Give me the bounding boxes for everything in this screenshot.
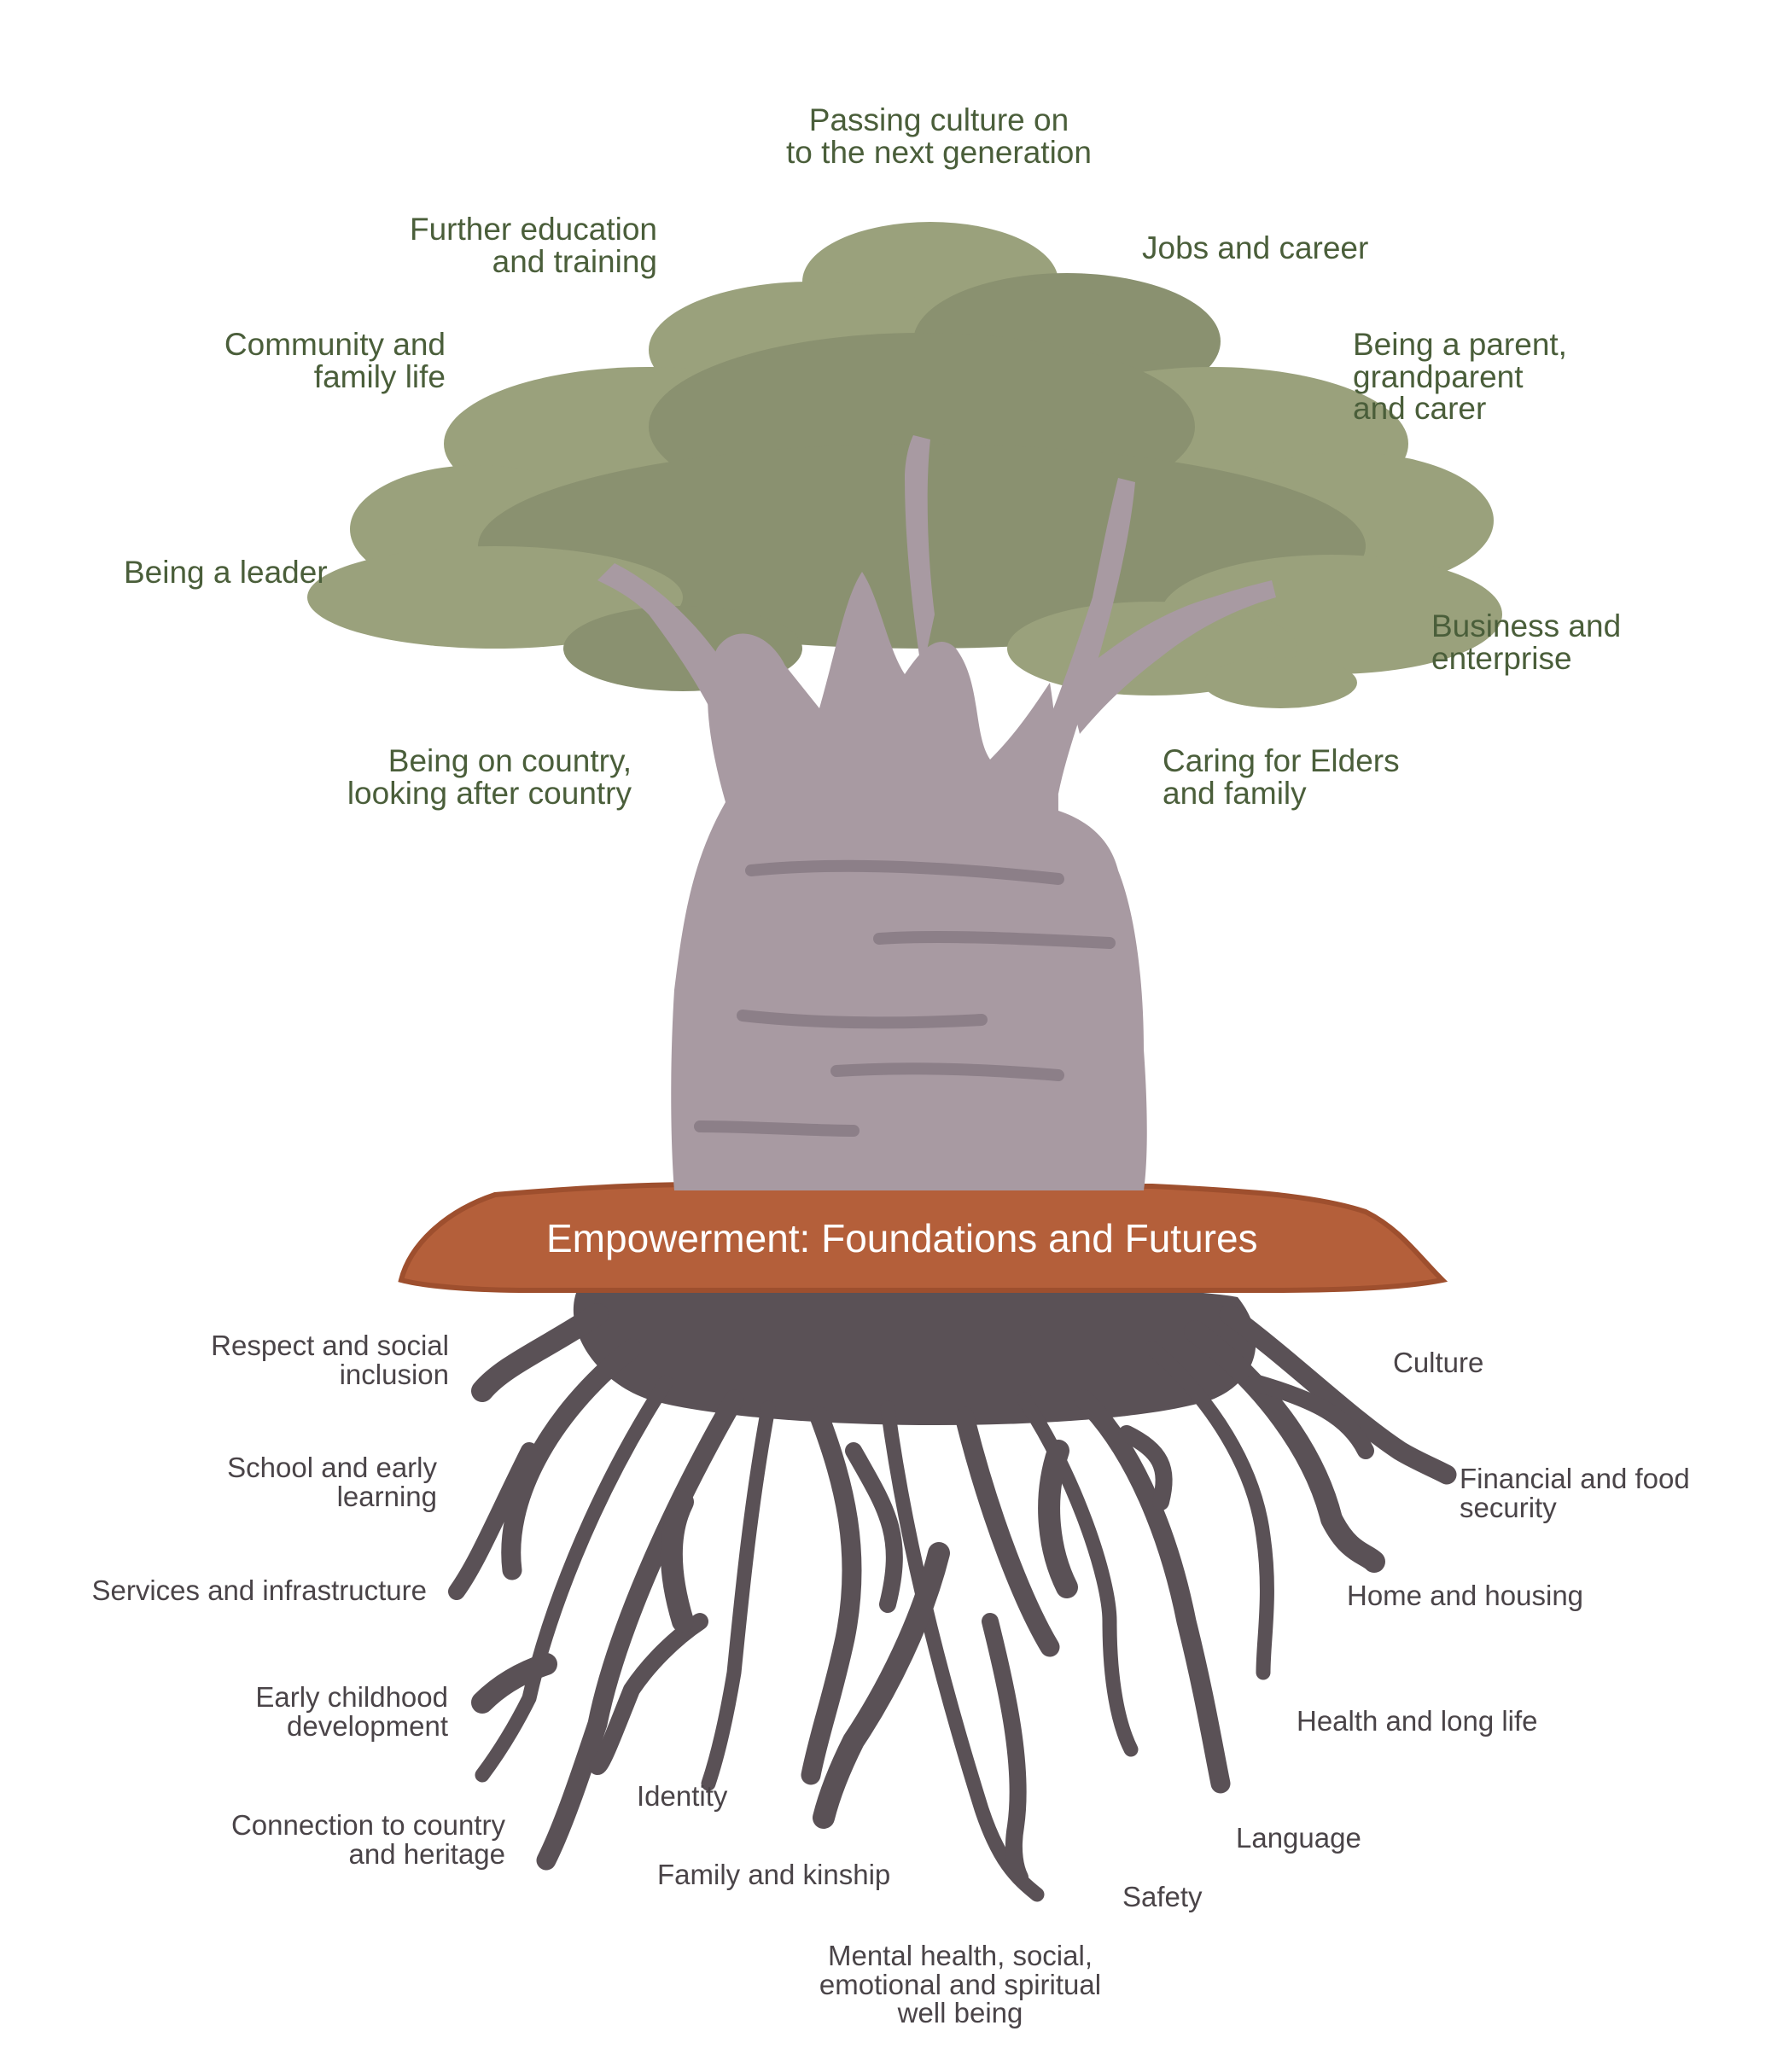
root-label-school: School and early learning	[227, 1452, 437, 1512]
root-strand	[1118, 1425, 1173, 1510]
branch-label-business: Business and enterprise	[1431, 608, 1622, 676]
root-strand	[589, 1613, 708, 1775]
root-strand	[1184, 1320, 1385, 1573]
root-strand	[1145, 1341, 1274, 1680]
branch-label-passing-culture: Passing culture on to the next generatio…	[786, 102, 1092, 170]
root-label-family-kinship: Family and kinship	[657, 1859, 891, 1890]
trunk-body	[671, 572, 1147, 1190]
root-mass	[573, 1283, 1256, 1425]
root-strand	[701, 1400, 776, 1791]
trunk-ring	[873, 930, 1116, 949]
branch-label-community-family: Community and family life	[224, 327, 446, 394]
root-strand	[1074, 1389, 1231, 1794]
trunk-ring	[830, 1062, 1064, 1081]
root-strand	[845, 1442, 903, 1613]
trunk-ring	[737, 1010, 988, 1029]
branch-label-leader: Being a leader	[124, 555, 328, 590]
root-label-early-childhood: Early childhood development	[255, 1681, 448, 1742]
root-strand	[813, 1542, 950, 1829]
root-label-health: Health and long life	[1297, 1705, 1538, 1737]
trunk-ring	[745, 859, 1064, 885]
root-strand	[660, 1491, 694, 1633]
root-label-safety: Safety	[1122, 1881, 1203, 1912]
root-strand	[1219, 1304, 1457, 1485]
trunk-branch	[597, 563, 777, 802]
root-label-services: Services and infrastructure	[91, 1574, 427, 1606]
root-label-financial: Financial and food security	[1460, 1463, 1690, 1523]
root-strand	[1038, 1440, 1078, 1598]
root-strand	[801, 1406, 862, 1785]
root-strand	[954, 1406, 1060, 1657]
branch-label-caring-elders: Caring for Elders and family	[1163, 743, 1400, 811]
canopy	[307, 222, 1502, 708]
root-strand	[1246, 1374, 1374, 1459]
trunk-branch	[1067, 580, 1276, 734]
roots	[448, 1283, 1457, 1902]
root-label-language: Language	[1236, 1822, 1361, 1854]
root-strand	[982, 1613, 1029, 1886]
root-strand	[475, 1375, 673, 1783]
root-strand	[501, 1338, 642, 1580]
root-label-mental-health: Mental health, social, emotional and spi…	[819, 1940, 1102, 2029]
trunk	[597, 435, 1276, 1190]
branch-label-parent-carer: Being a parent, grandparent and carer	[1353, 327, 1567, 427]
root-label-identity: Identity	[637, 1780, 728, 1812]
trunk-ring	[694, 1120, 860, 1137]
trunk-branch	[1033, 478, 1135, 794]
root-label-culture: Culture	[1393, 1347, 1484, 1378]
root-strand	[471, 1653, 557, 1714]
root-strand	[448, 1442, 538, 1600]
root-label-housing: Home and housing	[1347, 1580, 1584, 1611]
banner-title: Empowerment: Foundations and Futures	[546, 1216, 1258, 1260]
soil-mound	[398, 1182, 1448, 1293]
root-label-respect: Respect and social inclusion	[211, 1330, 449, 1390]
canopy-blob	[1203, 657, 1357, 708]
root-strand	[471, 1303, 609, 1402]
branch-label-on-country: Being on country, looking after country	[347, 743, 632, 811]
root-label-connection: Connection to country and heritage	[230, 1809, 505, 1870]
branch-label-further-education: Further education and training	[409, 212, 657, 279]
branch-label-jobs-career: Jobs and career	[1142, 230, 1369, 265]
trunk-shading	[694, 859, 1116, 1137]
trunk-branch	[905, 435, 935, 674]
